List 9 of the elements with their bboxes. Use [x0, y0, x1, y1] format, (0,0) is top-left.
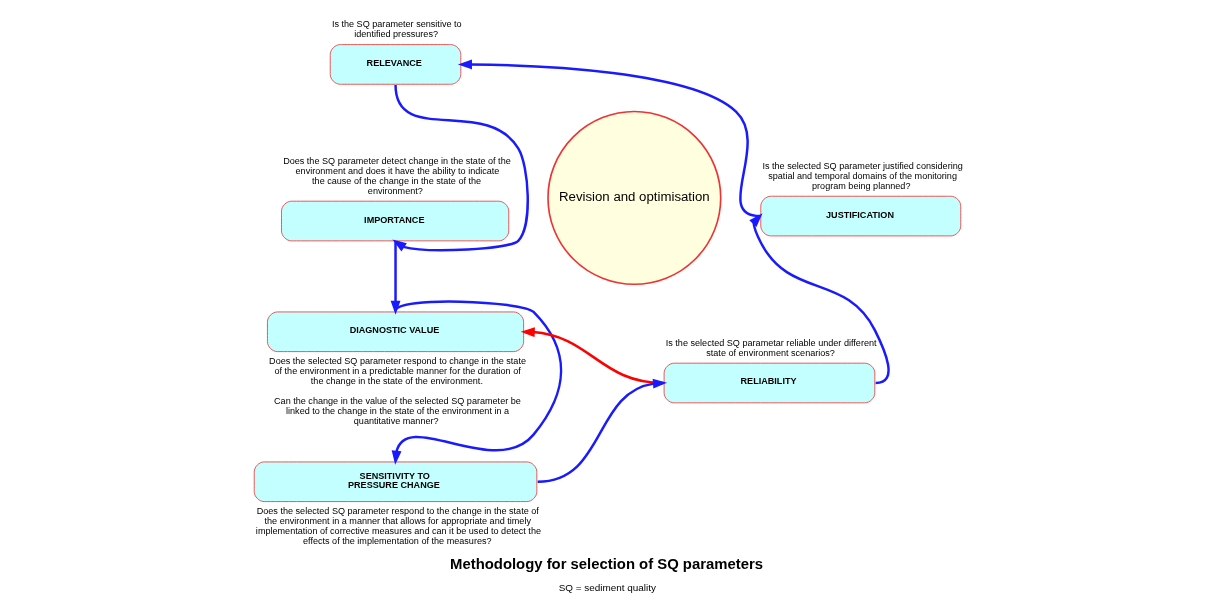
node-label: Does the selected SQ parameter respond to the change in the state of the environment in a manner that allows for appropriate and timely implementation of corrective measures and can it be used to detect the effects of the implementation of the measures? [255, 505, 541, 546]
node-label: Is the SQ parameter sensitive to identified pressures? [331, 19, 462, 39]
node-label: Is the selected SQ parameter justified considering spatial and temporal domains of the monitoring program being planned? [761, 160, 963, 191]
caption: SQ = sediment quality [558, 582, 656, 594]
node-label: Can the change in the value of the selected SQ parameter be linked to the change in the state of the environment in a quantitative manner? [273, 396, 521, 427]
node-label: Does the selected SQ parameter respond to change in the state of the environment in a predictable manner for the duration of the change in the state of the environment. [268, 355, 526, 386]
node-label: Is the selected SQ parametar reliable under different state of environment scenarios? [665, 337, 877, 358]
diagram-title: Methodology for selection of SQ parameters [449, 555, 763, 572]
node-label: Does the SQ parameter detect change in the state of the environment and does it have the ability to indicate the cause of the change in the state of the environment? [282, 155, 511, 196]
